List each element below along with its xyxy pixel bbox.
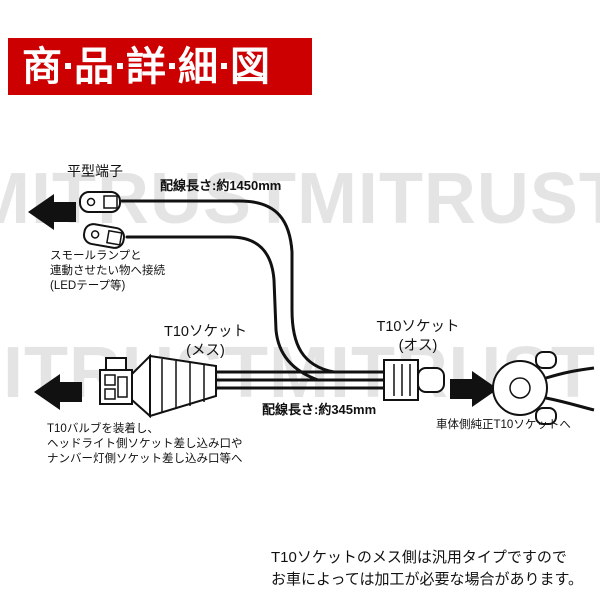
small-lamp-note: スモールランプと 連動させたい物へ接続 (LEDテープ等): [50, 249, 165, 294]
t10-male-socket-illustration: [383, 359, 445, 401]
note-line: 連動させたい物へ接続: [50, 265, 165, 277]
t10-male-label: T10ソケット (オス): [362, 318, 474, 356]
note-line: スモールランプと: [50, 250, 142, 262]
title-separator-dot: [117, 63, 123, 69]
arrow-left-middle-icon: [34, 374, 82, 410]
t10-female-label: T10ソケット (メス): [148, 323, 263, 361]
wire-length-345-label: 配線長さ:約345mm: [262, 402, 377, 417]
t10-bulb-note: T10バルブを装着し、 ヘッドライト側ソケット差し込み口や ナンバー灯側ソケット…: [47, 422, 243, 467]
flat-terminal-label: 平型端子: [67, 163, 123, 179]
footer-note: T10ソケットのメス側は汎用タイプですので お車によっては加工が必要な場合があり…: [271, 547, 583, 591]
wire-harness-short: [214, 370, 386, 390]
label-line: (メス): [186, 343, 225, 359]
arrow-left-top-icon: [28, 194, 76, 230]
wire-harness-long: [120, 199, 336, 382]
label-line: T10ソケット: [164, 324, 247, 340]
title-banner: 商品詳細図: [8, 38, 312, 95]
wire-length-1450-label: 配線長さ:約1450mm: [160, 178, 282, 193]
vehicle-socket-note: 車体側純正T10ソケットへ: [436, 419, 571, 431]
flat-terminal-illustration: [79, 191, 126, 249]
title-separator-dot: [169, 63, 175, 69]
arrow-right-icon: [450, 371, 498, 407]
title-separator-dot: [221, 63, 227, 69]
vehicle-socket-illustration: [492, 351, 595, 425]
t10-female-socket-illustration: [99, 353, 217, 419]
page-title: 商品詳細図: [22, 44, 282, 89]
note-line: お車によっては加工が必要な場合があります。: [271, 571, 584, 588]
title-separator-dot: [65, 63, 71, 69]
label-line: T10ソケット: [376, 319, 460, 335]
note-line: T10ソケットのメス側は汎用タイプですので: [271, 549, 567, 566]
note-line: ヘッドライト側ソケット差し込み口や: [47, 438, 243, 450]
note-line: ナンバー灯側ソケット差し込み口等へ: [47, 453, 243, 465]
note-line: T10バルブを装着し、: [47, 423, 159, 435]
label-line: (オス): [398, 338, 438, 354]
note-line: (LEDテープ等): [50, 280, 126, 292]
